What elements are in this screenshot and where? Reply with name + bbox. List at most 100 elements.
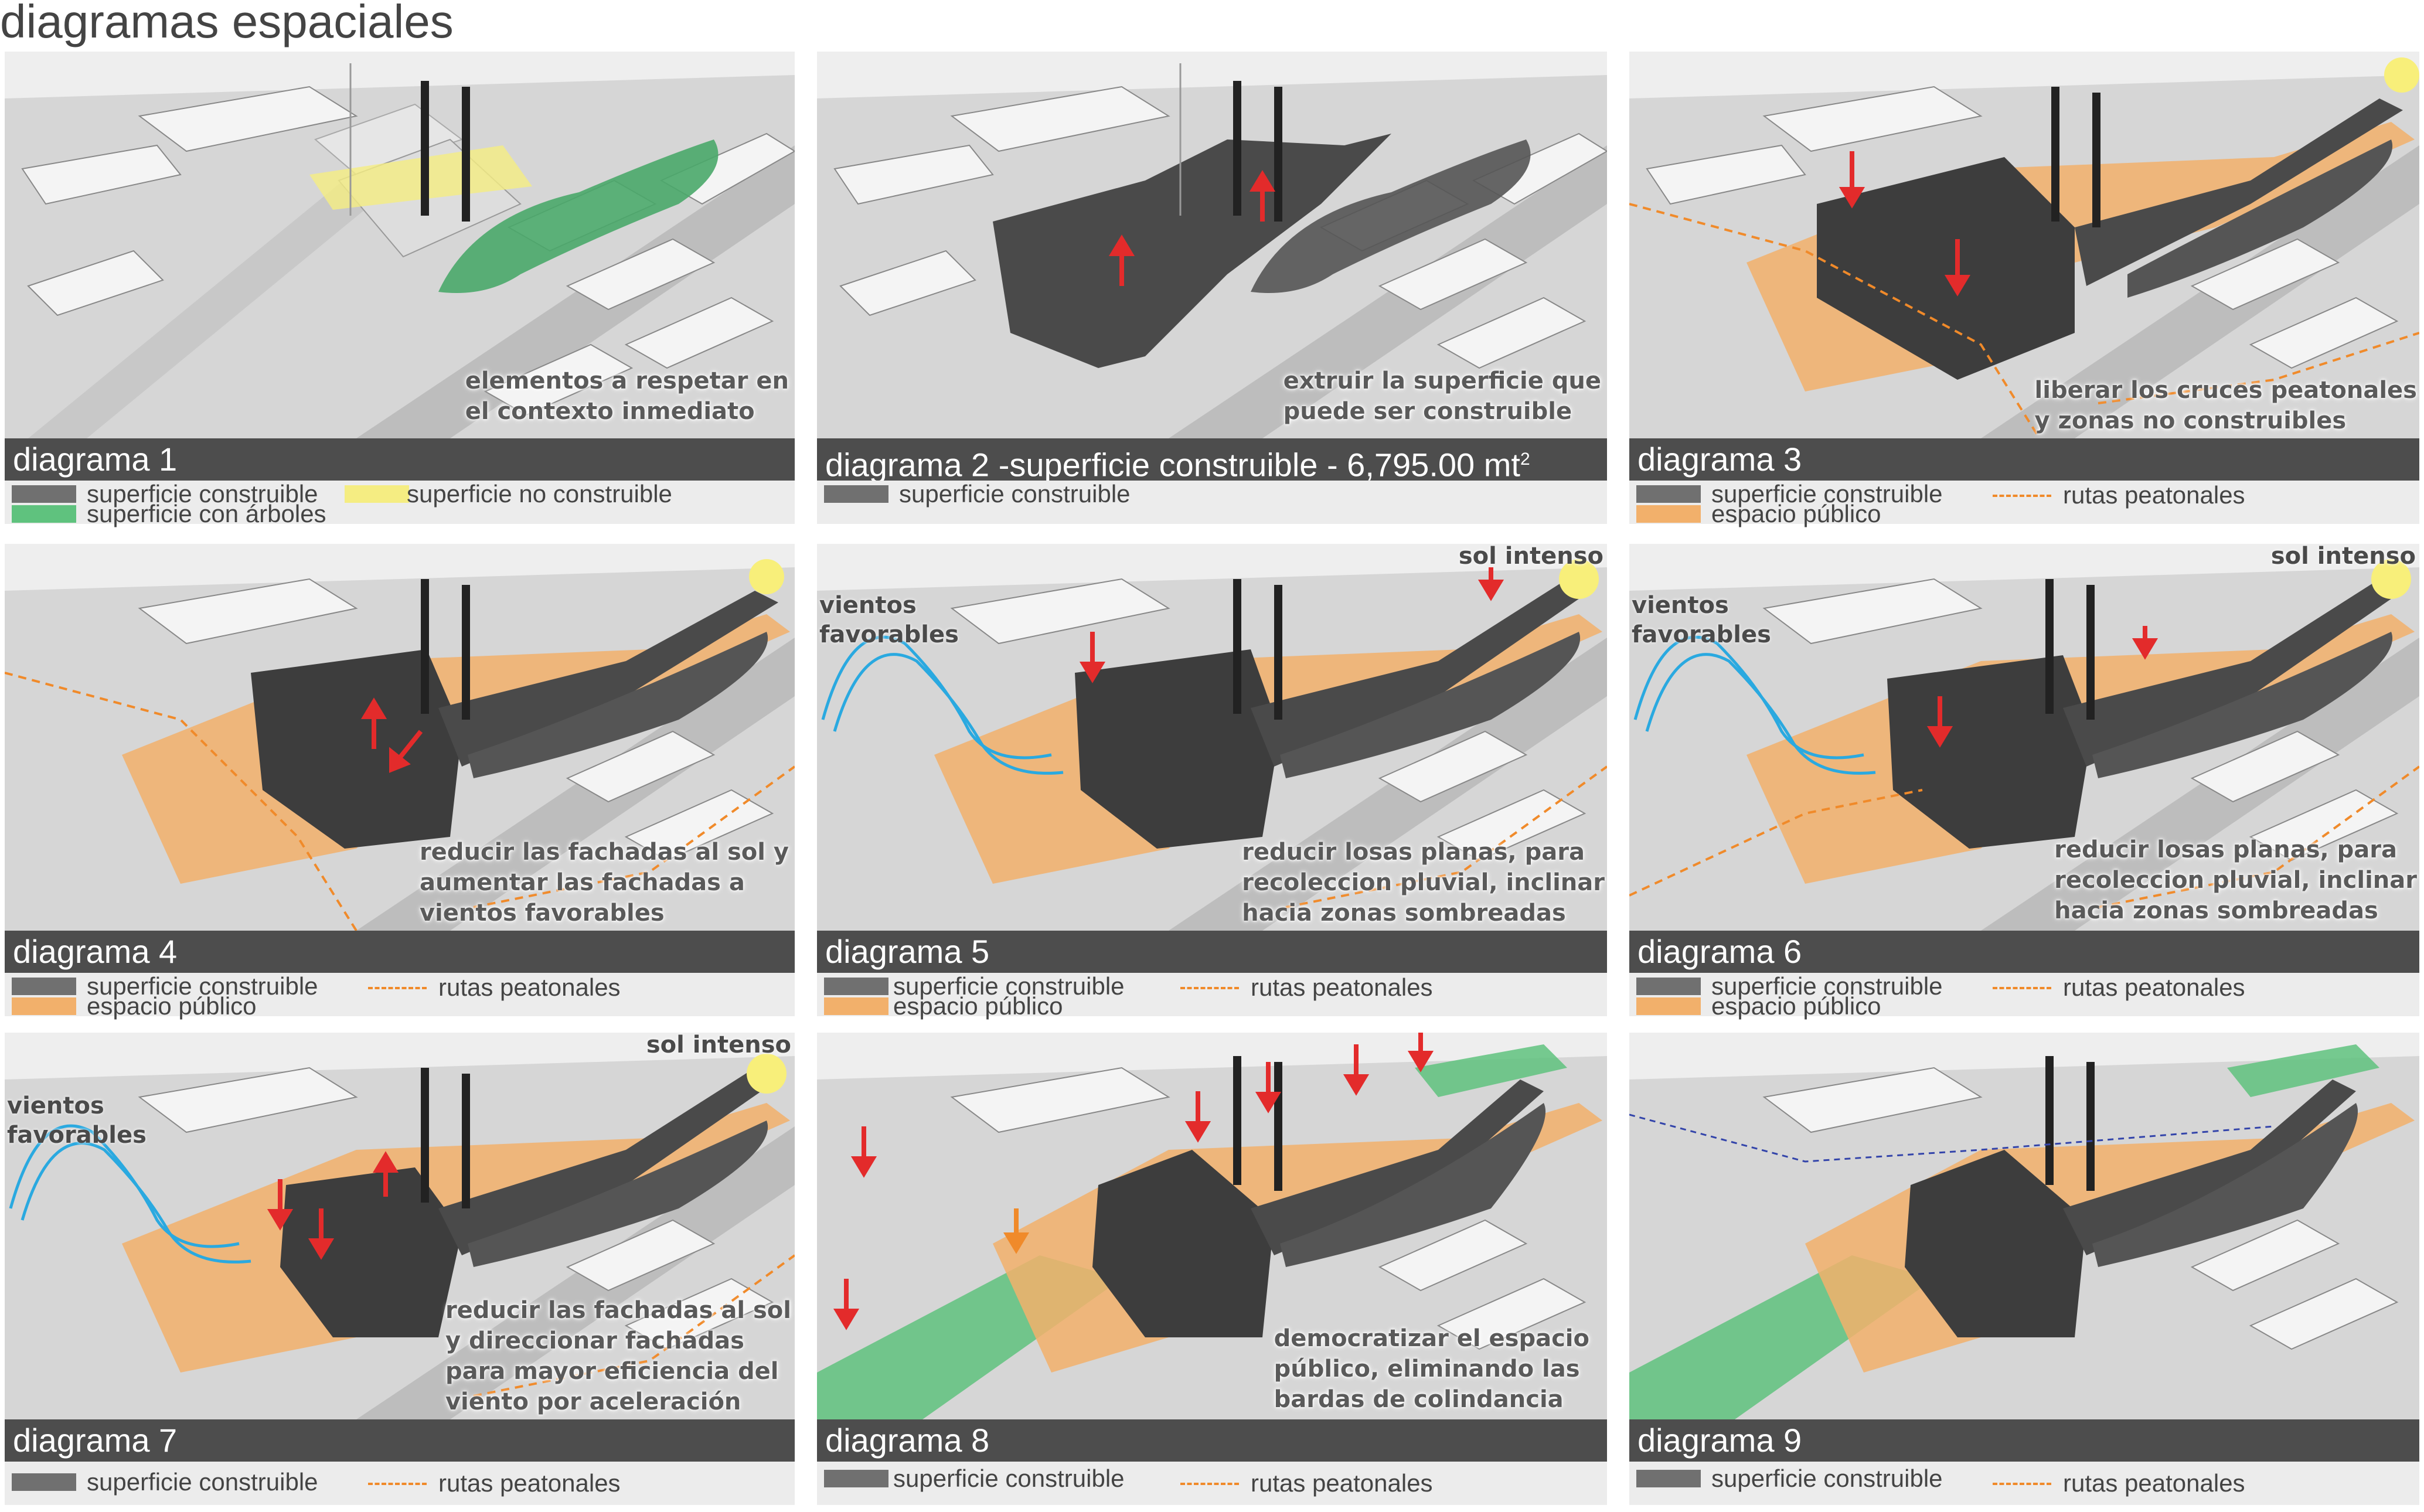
diagram-caption: reducir losas planas, para recoleccion p… [1242, 837, 1605, 928]
wind-label: vientos favorables [7, 1091, 147, 1150]
diagram-caption: liberar los cruces peatonales y zonas no… [2035, 375, 2417, 436]
legend-dash [1993, 987, 2051, 989]
diagram-label: diagrama 4 [13, 933, 178, 970]
diagram-caption: elementos a respetar en el contexto inme… [465, 366, 789, 427]
diagram-caption: reducir las fachadas al sol y direcciona… [445, 1295, 791, 1417]
legend-dash [1180, 987, 1239, 989]
wind-label-line: favorables [1632, 621, 1771, 648]
diagram-label: diagrama 7 [13, 1422, 178, 1459]
caption-line: democratizar el espacio [1274, 1325, 1589, 1352]
legend-label: rutas peatonales [2063, 1469, 2245, 1497]
diagram-caption: reducir losas planas, para recoleccion p… [2054, 835, 2417, 926]
caption-line: vientos favorables [419, 900, 665, 927]
sun-label: sol intenso [1458, 544, 1603, 570]
legend-dash [1993, 1483, 2051, 1485]
diagram-image: elementos a respetar en el contexto inme… [5, 52, 795, 438]
legend-label: rutas peatonales [1251, 1469, 1433, 1497]
legend-swatch [1636, 485, 1701, 503]
diagram-caption: democratizar el espacio público, elimina… [1274, 1323, 1589, 1415]
wind-label-line: vientos [7, 1092, 104, 1119]
caption-line: el contexto inmediato [465, 398, 755, 425]
legend-label: rutas peatonales [2063, 973, 2245, 1001]
caption-line: reducir losas planas, para [1242, 839, 1585, 866]
diagram-image: sol intenso vientos favorables reducir l… [5, 1033, 795, 1419]
legend-swatch [824, 978, 888, 995]
legend: superficie construible superficie no con… [5, 480, 795, 527]
legend-label: espacio público [893, 992, 1063, 1020]
legend-swatch [1636, 997, 1701, 1015]
legend-label: superficie construible [893, 1465, 1125, 1492]
caption-line: hacia zonas sombreadas [2054, 897, 2378, 924]
legend-label: superficie construible [893, 972, 1125, 1000]
legend-label: rutas peatonales [438, 1469, 621, 1497]
wind-label-line: favorables [7, 1122, 147, 1149]
legend-label: superficie no construible [407, 480, 672, 508]
legend-swatch [824, 485, 888, 503]
legend-label: superficie construible [1711, 1465, 1943, 1492]
legend-swatch [12, 505, 76, 523]
legend-label: espacio público [87, 992, 257, 1020]
diagram-image: extruir la superficie que puede ser cons… [817, 52, 1607, 438]
legend-label: espacio público [1711, 500, 1881, 527]
caption-line: extruir la superficie que [1283, 367, 1601, 394]
diagram-label-bar: diagrama 8 [817, 1419, 1607, 1462]
wind-label: vientos favorables [1632, 591, 1771, 649]
legend-label: superficie construible [87, 972, 318, 1000]
diagram-label: diagrama 3 [1637, 441, 1802, 478]
legend-swatch [345, 485, 409, 503]
caption-line: hacia zonas sombreadas [1242, 900, 1566, 927]
diagram-label-bar: diagrama 6 [1629, 931, 2419, 973]
diagram-label-bar: diagrama 5 [817, 931, 1607, 973]
legend-swatch [12, 978, 76, 995]
caption-line: y direccionar fachadas [445, 1327, 744, 1354]
page-title: diagramas espaciales [0, 0, 454, 47]
legend-label: superficie construible [87, 480, 318, 508]
diagram-label-bar: diagrama 7 [5, 1419, 795, 1462]
diagram-label-bar: diagrama 3 [1629, 438, 2419, 481]
legend-swatch [12, 485, 76, 503]
legend: superficie construible espacio público r… [1629, 972, 2419, 1019]
wind-label-line: favorables [819, 621, 959, 648]
legend-label: superficie con árboles [87, 500, 326, 527]
legend-swatch [1636, 978, 1701, 995]
legend-swatch [12, 997, 76, 1015]
legend: superficie construible [817, 481, 1607, 524]
diagram-caption: reducir las fachadas al sol y aumentar l… [420, 837, 789, 928]
caption-line: reducir losas planas, para [2054, 836, 2397, 863]
legend-swatch [1636, 1470, 1701, 1487]
legend-label: superficie construible [87, 1468, 318, 1496]
legend: superficie construible rutas peatonales [817, 1462, 1607, 1505]
legend: superficie construible espacio público r… [5, 972, 795, 1020]
legend-label: rutas peatonales [1251, 973, 1433, 1001]
legend-label: superficie construible [1711, 972, 1943, 1000]
legend-label: rutas peatonales [438, 973, 621, 1001]
legend-swatch [1636, 505, 1701, 523]
caption-line: y zonas no construibles [2034, 407, 2347, 434]
caption-line: bardas de colindancia [1274, 1386, 1564, 1413]
diagram-image: sol intenso vientos favorables reducir l… [817, 544, 1607, 931]
legend-dash [368, 987, 427, 989]
sun-label: sol intenso [646, 1033, 791, 1058]
legend-swatch [824, 1470, 888, 1487]
diagram-image: reducir las fachadas al sol y aumentar l… [5, 544, 795, 931]
caption-line: puede ser construible [1283, 398, 1572, 425]
legend-dash [1180, 1483, 1239, 1485]
diagram-image [1629, 1033, 2419, 1419]
diagram-label: diagrama 9 [1637, 1422, 1802, 1459]
diagram-label: diagrama 5 [825, 933, 990, 970]
diagram-image: democratizar el espacio público, elimina… [817, 1033, 1607, 1419]
wind-label: vientos favorables [819, 591, 959, 649]
caption-line: aumentar las fachadas a [419, 869, 745, 896]
diagram-label: diagrama 1 [13, 441, 178, 478]
diagram-image: sol intenso vientos favorables reducir l… [1629, 544, 2419, 931]
diagram-label: diagrama 8 [825, 1422, 990, 1459]
diagram-label: diagrama 6 [1637, 933, 1802, 970]
caption-line: recoleccion pluvial, inclinar [2054, 867, 2417, 894]
wind-label-line: vientos [819, 592, 917, 619]
diagram-label: diagrama 2 -superficie construible - 6,7… [825, 446, 1520, 483]
caption-line: recoleccion pluvial, inclinar [1242, 869, 1605, 896]
diagram-caption: extruir la superficie que puede ser cons… [1284, 366, 1601, 427]
legend-dash [368, 1483, 427, 1485]
caption-line: viento por aceleración [445, 1388, 741, 1415]
legend-label: superficie construible [1711, 480, 1943, 508]
